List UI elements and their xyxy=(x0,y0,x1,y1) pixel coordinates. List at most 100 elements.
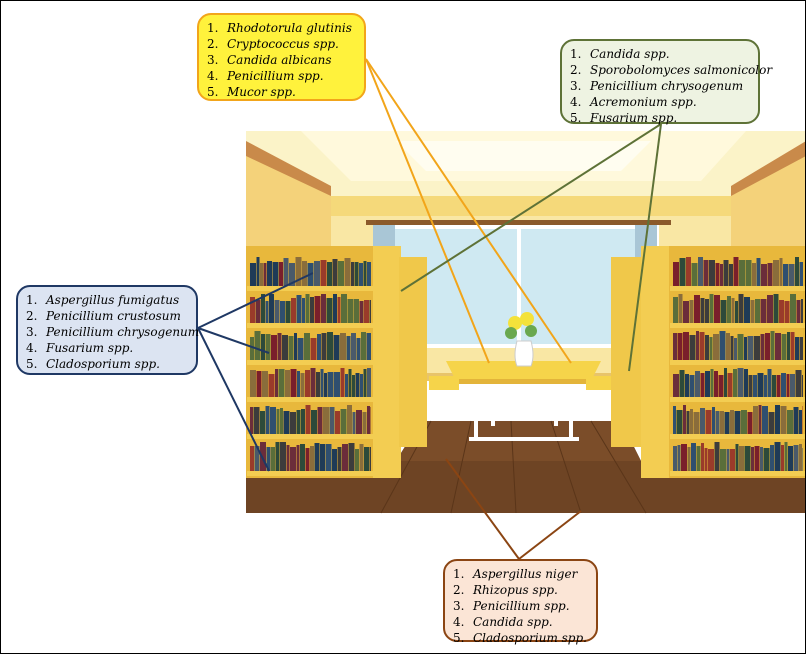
book-spine xyxy=(301,409,305,434)
book-spine xyxy=(300,373,305,397)
book-spine xyxy=(696,446,701,471)
yellow-leader xyxy=(365,58,572,364)
book-spine xyxy=(302,298,305,323)
book-spine xyxy=(772,375,776,397)
book-spine xyxy=(250,370,256,397)
book-spine xyxy=(787,332,790,360)
organism-name: Candida albicans xyxy=(227,53,332,67)
organism-item: 2.Sporobolomyces salmonicolor xyxy=(570,62,772,78)
book-spine xyxy=(700,298,705,323)
book-spine xyxy=(289,263,295,286)
book-spine xyxy=(673,406,676,434)
book-spine xyxy=(280,442,286,471)
organism-item: 1.Candida spp. xyxy=(570,46,750,62)
book-spine xyxy=(305,448,310,471)
book-spine xyxy=(696,331,699,360)
book-spine xyxy=(297,371,300,397)
book-spine xyxy=(773,260,779,286)
book-spine xyxy=(715,411,720,434)
book-spine xyxy=(790,294,796,323)
book-spine xyxy=(296,410,301,434)
organism-item: 1.Rhodotorula glutinis xyxy=(207,20,356,36)
book-spine xyxy=(799,410,802,434)
book-spine xyxy=(364,300,369,323)
book-spine xyxy=(689,300,694,323)
book-spine xyxy=(788,446,793,471)
floor-boards xyxy=(380,420,647,514)
book-spine xyxy=(369,300,371,323)
book-spine xyxy=(744,369,748,397)
book-spine xyxy=(787,410,793,434)
organism-name: Penicillium spp. xyxy=(227,69,324,83)
book-spine xyxy=(335,411,340,434)
book-spine xyxy=(355,373,360,397)
book-spine xyxy=(705,335,709,360)
item-number: 1. xyxy=(207,21,219,35)
book-spine xyxy=(683,301,689,323)
book-spine xyxy=(283,258,289,286)
ceiling-light xyxy=(396,141,651,171)
book-spine xyxy=(763,448,770,471)
book-spine xyxy=(345,374,348,397)
book-spine xyxy=(698,257,703,286)
shelf-board xyxy=(670,397,805,402)
book-spine xyxy=(296,445,300,471)
book-spine xyxy=(793,445,799,471)
book-spine xyxy=(260,411,265,434)
organism-item: 3.Penicillium chrysogenum xyxy=(26,324,199,340)
book-spine xyxy=(265,301,269,323)
book-spine xyxy=(314,296,321,323)
book-spine xyxy=(780,406,787,434)
book-spine xyxy=(738,294,744,323)
book-spine xyxy=(733,369,737,397)
book-spine xyxy=(351,333,356,360)
book-spine xyxy=(253,407,260,434)
book-spine xyxy=(262,371,268,397)
organism-item: 2.Penicillium crustosum xyxy=(26,308,188,324)
book-spine xyxy=(305,294,310,323)
book-spine xyxy=(275,442,280,471)
book-spine xyxy=(752,263,756,286)
book-spine xyxy=(337,447,342,471)
shelf-board xyxy=(247,471,374,476)
book-spine xyxy=(325,444,332,471)
organism-name: Cladosporium spp. xyxy=(46,357,160,371)
book-spine xyxy=(744,337,747,360)
book-spine xyxy=(691,263,698,286)
book-spine xyxy=(755,299,760,323)
curtain-rod xyxy=(366,220,671,225)
organism-name: Rhizopus spp. xyxy=(473,583,558,597)
organism-item: 4.Fusarium spp. xyxy=(26,340,188,356)
book-spine xyxy=(250,337,254,360)
organism-item: 5.Fusarium spp. xyxy=(570,110,750,126)
book-spine xyxy=(359,444,364,471)
book-spine xyxy=(720,264,723,286)
book-spine xyxy=(340,409,347,434)
item-number: 2. xyxy=(453,583,465,597)
book-spine xyxy=(370,407,371,434)
book-spine xyxy=(719,331,726,360)
book-spine xyxy=(280,301,285,323)
item-number: 2. xyxy=(207,37,219,51)
organism-name: Fusarium spp. xyxy=(46,341,134,355)
right-bookshelf xyxy=(611,246,805,478)
book-spine xyxy=(677,445,681,471)
book-spine xyxy=(310,446,314,471)
book-spine xyxy=(768,412,775,434)
book-spine xyxy=(255,300,261,323)
library-room-illustration xyxy=(246,131,805,514)
organism-name: Penicillium crustosum xyxy=(46,309,181,323)
book-spine xyxy=(305,405,311,434)
item-number: 3. xyxy=(570,79,582,93)
book-spine xyxy=(727,373,733,397)
shelf-board xyxy=(670,434,805,439)
book-spine xyxy=(799,337,803,360)
book-spine xyxy=(344,258,351,286)
shelf-board xyxy=(670,286,805,291)
book-spine xyxy=(324,373,327,397)
book-spine xyxy=(267,261,272,286)
book-spine xyxy=(801,299,803,323)
book-spine xyxy=(690,409,693,434)
book-spine xyxy=(351,262,354,286)
